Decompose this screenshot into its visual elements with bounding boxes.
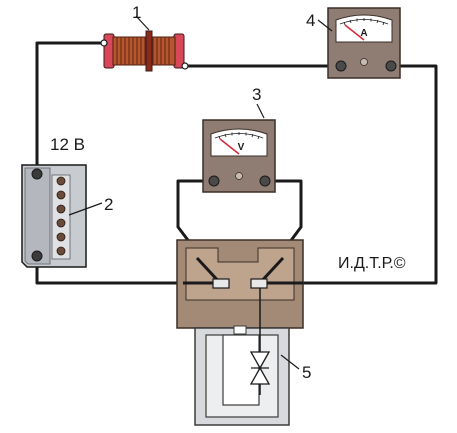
battery-voltage-label: 12 В bbox=[50, 135, 85, 154]
battery-cap-icon bbox=[56, 246, 66, 256]
battery-cap-icon bbox=[56, 218, 66, 228]
battery-cap-icon bbox=[56, 176, 66, 186]
battery-cap-icon bbox=[56, 232, 66, 242]
wire-battery-to-rheostat bbox=[35, 41, 104, 172]
contact-left bbox=[212, 278, 230, 289]
rheostat-terminal-right bbox=[181, 62, 189, 70]
voltmeter-symbol: V bbox=[238, 142, 245, 153]
battery bbox=[21, 164, 103, 268]
battery-terminal-negative bbox=[31, 250, 43, 262]
voltmeter: V bbox=[202, 103, 276, 193]
battery-top-lid bbox=[24, 167, 51, 265]
leader-4 bbox=[317, 19, 333, 32]
diode-stand bbox=[194, 288, 290, 426]
label-5: 5 bbox=[302, 363, 311, 382]
ammeter-adjust-screw bbox=[360, 58, 368, 66]
wire-ammeter-to-holder bbox=[303, 64, 438, 285]
voltmeter-needle bbox=[219, 138, 240, 155]
ammeter-terminal-left bbox=[335, 60, 347, 72]
rheostat-windings bbox=[116, 37, 170, 65]
ammeter-terminal-right bbox=[385, 60, 397, 72]
copyright-label: И.Д.Т.Р.© bbox=[338, 255, 406, 272]
leader-1 bbox=[135, 15, 150, 31]
leader-3 bbox=[256, 103, 265, 119]
battery-cap-icon bbox=[56, 204, 66, 214]
rheostat bbox=[100, 15, 189, 72]
voltmeter-adjust-screw bbox=[235, 172, 243, 180]
label-3: 3 bbox=[252, 85, 261, 104]
label-4: 4 bbox=[306, 11, 315, 30]
label-2: 2 bbox=[104, 195, 113, 214]
leader-2 bbox=[68, 202, 103, 216]
rheostat-slider bbox=[145, 30, 153, 72]
battery-cap-icon bbox=[56, 190, 66, 200]
voltmeter-terminal-right bbox=[259, 175, 271, 187]
battery-cell-strip bbox=[51, 174, 71, 260]
ammeter-needle bbox=[344, 24, 365, 41]
stand-tab bbox=[233, 325, 247, 335]
rheostat-coil bbox=[112, 36, 176, 66]
ammeter-symbol: A bbox=[360, 28, 367, 39]
battery-terminal-positive bbox=[31, 168, 43, 180]
rheostat-terminal-left bbox=[100, 39, 108, 47]
ammeter: A bbox=[317, 7, 401, 79]
label-1: 1 bbox=[132, 3, 141, 22]
battery-cell-caps bbox=[56, 176, 66, 256]
voltmeter-face bbox=[210, 128, 268, 157]
voltmeter-ticks bbox=[218, 132, 260, 140]
leader-5 bbox=[280, 354, 300, 370]
stand-core bbox=[222, 334, 260, 406]
ammeter-face bbox=[335, 14, 393, 43]
contact-right bbox=[250, 278, 268, 289]
ammeter-ticks bbox=[343, 18, 385, 26]
diode-holder bbox=[176, 239, 304, 329]
voltmeter-terminal-left bbox=[208, 175, 220, 187]
